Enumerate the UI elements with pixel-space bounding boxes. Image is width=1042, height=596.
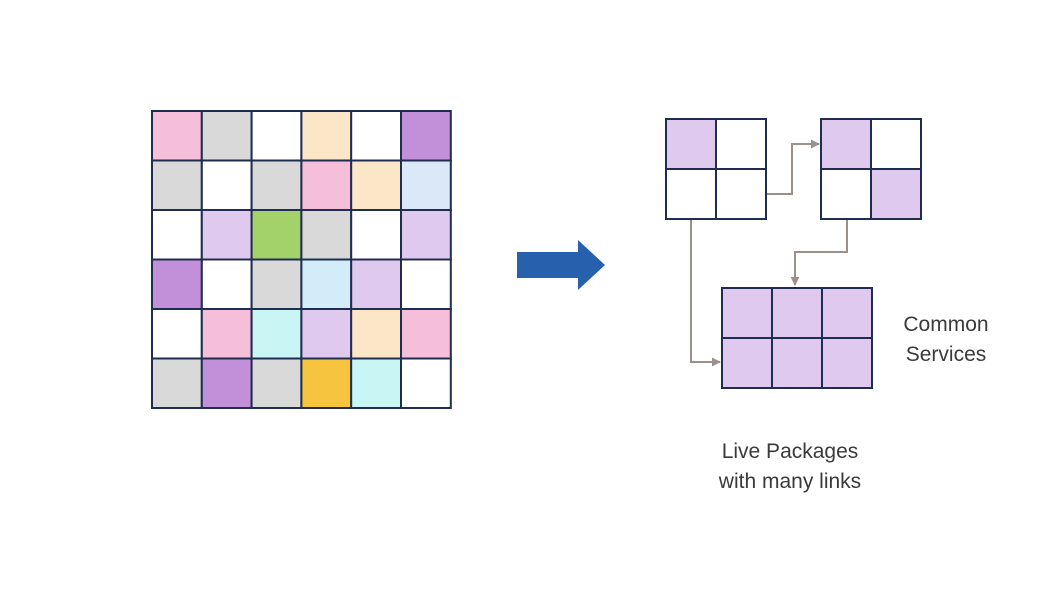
monolith-cell-r1-c5: [350, 110, 403, 162]
common-services-cell-r2-c3: [821, 337, 873, 389]
monolith-cell-r2-c2: [200, 159, 253, 211]
connector-group: [690, 139, 848, 367]
common-services-label-line-2: Services: [905, 343, 987, 366]
monolith-cell-r1-c1: [151, 110, 203, 162]
common-services-label: Common Services: [878, 310, 1014, 370]
connector-package-2-to-common-services: [790, 219, 848, 286]
monolith-cell-r2-c1: [151, 159, 203, 211]
monolith-cell-r6-c5: [350, 357, 403, 409]
monolith-cell-r4-c5: [350, 258, 403, 310]
monolith-cell-r5-c2: [200, 308, 253, 360]
monolith-cell-r5-c6: [400, 308, 452, 360]
monolith-cell-r2-c4: [300, 159, 353, 211]
monolith-cell-r3-c6: [400, 209, 452, 261]
monolith-grid: [151, 110, 452, 409]
package-2-cell-r2-c1: [820, 168, 872, 220]
monolith-cell-r4-c1: [151, 258, 203, 310]
monolith-cell-r2-c6: [400, 159, 452, 211]
monolith-cell-r3-c5: [350, 209, 403, 261]
package-1-cell-r2-c1: [665, 168, 717, 220]
live-packages-label-line-1: Live Packages: [721, 440, 859, 463]
monolith-cell-r1-c4: [300, 110, 353, 162]
monolith-cell-r6-c1: [151, 357, 203, 409]
live-packages-label: Live Packages with many links: [690, 437, 890, 497]
package-2-cell-r2-c2: [870, 168, 922, 220]
common-services-cell-r2-c1: [721, 337, 773, 389]
connector-package-1-to-common-services: [690, 219, 721, 367]
monolith-cell-r6-c6: [400, 357, 452, 409]
package-1-cell-r1-c2: [715, 118, 767, 170]
common-services-cell-r2-c2: [771, 337, 823, 389]
monolith-cell-r4-c3: [250, 258, 303, 310]
package-2-cell-r1-c1: [820, 118, 872, 170]
common-services-cell-r1-c1: [721, 287, 773, 339]
monolith-cell-r3-c3: [250, 209, 303, 261]
monolith-cell-r1-c2: [200, 110, 253, 162]
package-1: [665, 118, 767, 220]
monolith-cell-r6-c3: [250, 357, 303, 409]
monolith-cell-r3-c4: [300, 209, 353, 261]
monolith-cell-r1-c3: [250, 110, 303, 162]
live-packages-label-line-2: with many links: [718, 470, 862, 493]
monolith-cell-r6-c4: [300, 357, 353, 409]
monolith-cell-r1-c6: [400, 110, 452, 162]
package-2-cell-r1-c2: [870, 118, 922, 170]
monolith-cell-r5-c5: [350, 308, 403, 360]
monolith-cell-r5-c3: [250, 308, 303, 360]
monolith-cell-r5-c4: [300, 308, 353, 360]
monolith-cell-r3-c2: [200, 209, 253, 261]
common-services-package: [721, 287, 873, 389]
package-1-cell-r1-c1: [665, 118, 717, 170]
monolith-cell-r4-c4: [300, 258, 353, 310]
transform-arrow-icon: [517, 240, 605, 290]
monolith-cell-r4-c2: [200, 258, 253, 310]
common-services-cell-r1-c2: [771, 287, 823, 339]
connector-package-1-to-package-2: [766, 139, 820, 195]
monolith-cell-r5-c1: [151, 308, 203, 360]
package-2: [820, 118, 922, 220]
monolith-cell-r2-c3: [250, 159, 303, 211]
monolith-cell-r4-c6: [400, 258, 452, 310]
common-services-cell-r1-c3: [821, 287, 873, 339]
monolith-cell-r3-c1: [151, 209, 203, 261]
monolith-cell-r6-c2: [200, 357, 253, 409]
monolith-cell-r2-c5: [350, 159, 403, 211]
common-services-label-line-1: Common: [903, 313, 989, 336]
package-1-cell-r2-c2: [715, 168, 767, 220]
